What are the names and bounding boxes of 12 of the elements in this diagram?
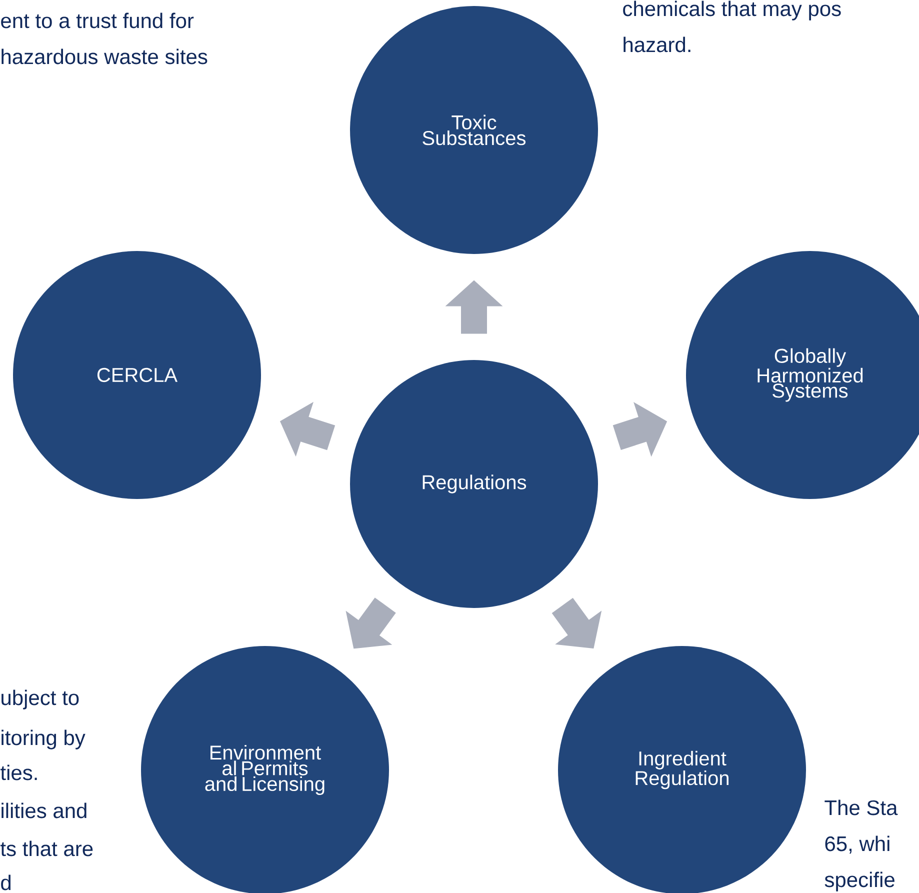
block-arrow xyxy=(552,598,602,648)
note-text: ties. xyxy=(0,764,37,780)
note-text: hazard. xyxy=(624,36,690,52)
note-text: hazardous waste sites xyxy=(2,48,208,64)
note-text: ts that are xyxy=(0,840,93,856)
note-text: 65, whi xyxy=(825,836,890,854)
note-text: ubject to xyxy=(2,690,79,710)
note-text: ent to a trust fund for xyxy=(1,12,194,28)
note-text: d xyxy=(1,874,11,890)
note-text: ilities and xyxy=(2,802,86,818)
note-text: chemicals that may pos xyxy=(623,0,841,20)
note-text: itoring by xyxy=(2,730,86,750)
